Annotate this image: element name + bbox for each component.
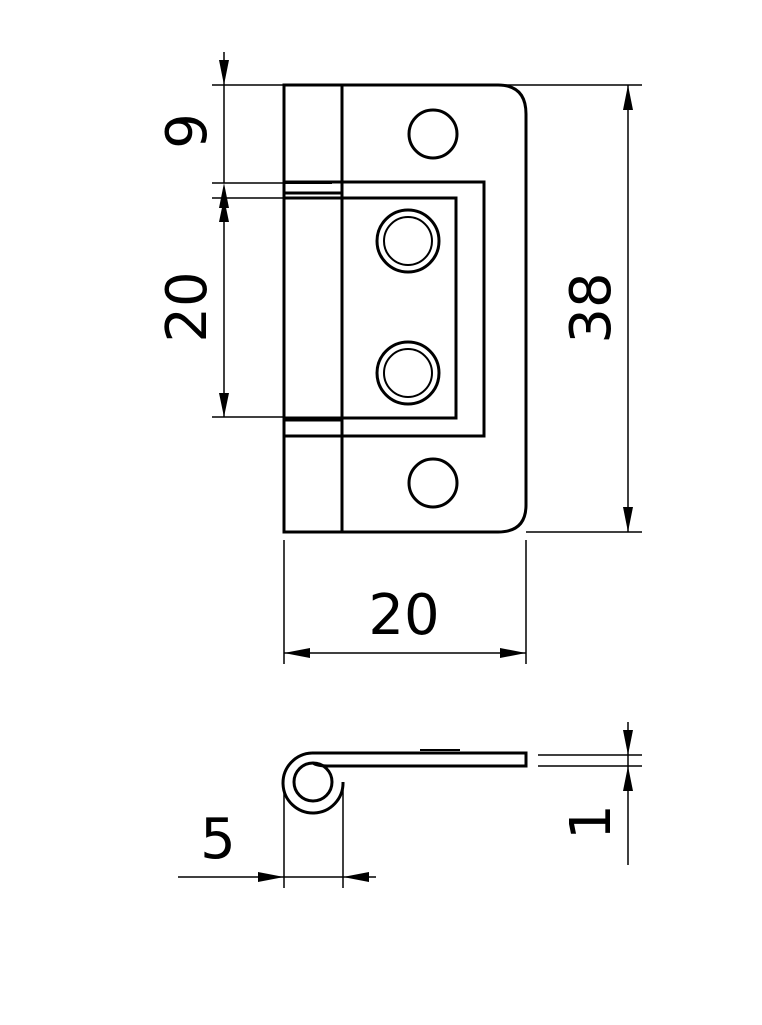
knuckle-curl-outer <box>281 751 345 815</box>
dim-label-38: 38 <box>559 272 624 343</box>
dim-label-5: 5 <box>200 807 236 872</box>
center-leaf-frame <box>284 180 486 438</box>
leaf-outline <box>282 83 528 534</box>
lower-knuckle-segment <box>282 418 344 534</box>
countersunk-hole-upper-outer <box>375 208 441 274</box>
dimension-knuckle-segment-height: 9 <box>155 52 284 208</box>
dim-label-1: 1 <box>559 804 624 840</box>
center-leaf-inner <box>282 196 458 420</box>
dim-label-20-vertical: 20 <box>155 271 220 342</box>
dim-label-9: 9 <box>155 113 220 149</box>
plain-hole-bottom <box>407 457 459 509</box>
countersunk-hole-lower-inner <box>383 348 433 398</box>
dimension-leaf-thickness: 1 <box>538 722 642 865</box>
side-leaf <box>312 751 528 768</box>
dimension-center-leaf-height: 20 <box>155 197 284 418</box>
knuckle-curl-inner <box>292 761 334 803</box>
plain-hole-top <box>407 108 459 160</box>
dim-label-20-horizontal: 20 <box>368 583 439 648</box>
dimension-knuckle-diameter: 5 <box>178 790 376 888</box>
dimension-overall-width: 20 <box>283 540 527 664</box>
dimension-overall-height: 38 <box>498 84 642 533</box>
side-view <box>281 749 528 815</box>
front-view <box>282 83 528 534</box>
countersunk-hole-lower-outer <box>375 340 441 406</box>
upper-knuckle-segment <box>282 83 344 195</box>
countersunk-hole-upper-inner <box>383 216 433 266</box>
